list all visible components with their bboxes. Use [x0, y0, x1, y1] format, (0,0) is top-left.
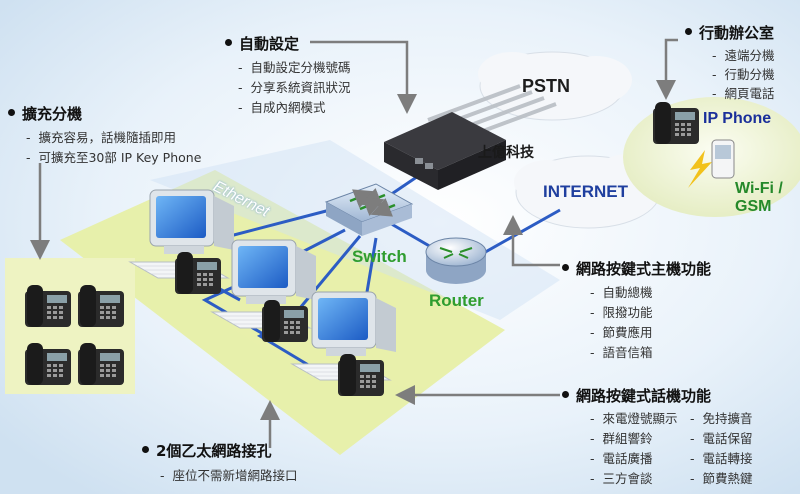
host-feature-item: - 限撥功能 [590, 305, 653, 320]
lightning-icon [688, 150, 712, 188]
router-device [425, 237, 487, 284]
mobile-office-item: - 行動分機 [712, 67, 775, 82]
auto-setup-item: - 分享系統資訊狀況 [238, 80, 351, 95]
auto-setup-title: 自動設定 [225, 33, 299, 54]
bullet-icon [225, 39, 232, 46]
pstn-label: PSTN [522, 76, 571, 96]
mobile-office-item: - 遠端分機 [712, 48, 775, 63]
bullet-icon [562, 264, 569, 271]
auto-setup-item: - 自動設定分機號碼 [238, 60, 351, 75]
expansion-item: - 擴充容易，話機隨插即用 [26, 130, 176, 145]
host-feature-item: - 自動總機 [590, 285, 653, 300]
host-feature-item: - 語音信箱 [590, 345, 653, 360]
bullet-icon [685, 28, 692, 35]
phone-feature-item: - 群組響鈴 [590, 431, 653, 446]
auto-setup-item: - 自成內網模式 [238, 100, 326, 115]
phone-feature-item: - 免持擴音 [690, 411, 753, 426]
phone-features-title: 網路按鍵式話機功能 [562, 385, 711, 406]
mobile-office-item: - 網頁電話 [712, 86, 775, 101]
expansion-item: - 可擴充至30部 IP Key Phone [26, 150, 202, 165]
router-label: Router [429, 291, 484, 310]
wifi-label: Wi-Fi / [735, 180, 783, 197]
internet-label: INTERNET [543, 182, 628, 201]
mobile-office-title: 行動辦公室 [685, 22, 774, 43]
ethernet-ports-item: - 座位不需新增網路接口 [160, 468, 298, 483]
ip-desk-phone [653, 102, 699, 144]
bullet-icon [8, 109, 15, 116]
expansion-title: 擴充分機 [8, 103, 82, 124]
bullet-icon [562, 391, 569, 398]
host-device [384, 112, 506, 190]
pstn-cloud [478, 51, 632, 121]
bullet-icon [142, 446, 149, 453]
phone-feature-item: - 三方會談 [590, 471, 653, 486]
switch-label: Switch [352, 247, 407, 266]
switch-device [324, 183, 414, 236]
ethernet-ports-title: 2個乙太網路接孔 [142, 440, 271, 461]
phone-feature-item: - 節費熱鍵 [690, 471, 753, 486]
host-feature-item: - 節費應用 [590, 325, 653, 340]
host-features-title: 網路按鍵式主機功能 [562, 258, 711, 279]
phone-feature-item: - 來電燈號顯示 [590, 411, 678, 426]
phone-feature-item: - 電話保留 [690, 431, 753, 446]
ip-phone-label: IP Phone [703, 110, 772, 127]
phone-feature-item: - 電話廣播 [590, 451, 653, 466]
phone-feature-item: - 電話轉接 [690, 451, 753, 466]
gsm-label: GSM [735, 198, 772, 215]
mobile-handset [711, 139, 735, 179]
company-label: 上億科技 [478, 145, 534, 161]
